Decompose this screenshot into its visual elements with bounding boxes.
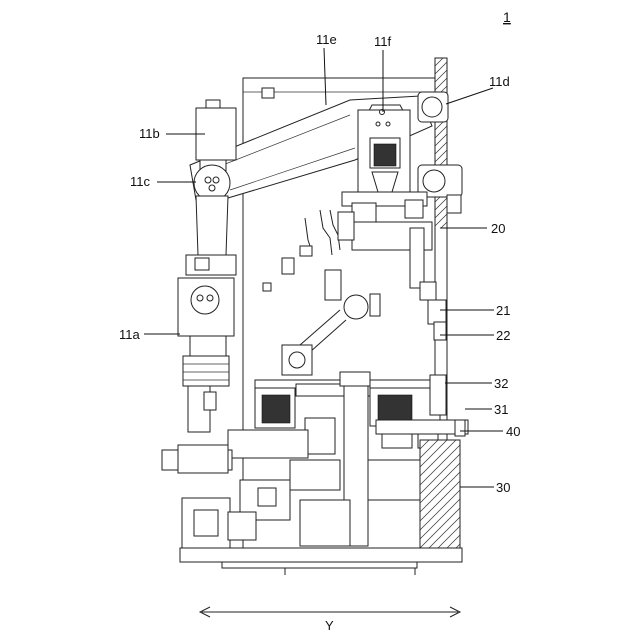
gripper-fingers <box>282 210 354 274</box>
callout-30: 30 <box>496 480 510 495</box>
callout-32: 32 <box>494 376 508 391</box>
figure-number: 1 <box>503 9 511 25</box>
callout-11c: 11c <box>130 174 150 189</box>
left-arm-assembly <box>178 100 236 432</box>
callout-11d: 11d <box>489 74 510 89</box>
callout-21: 21 <box>496 303 510 318</box>
callout-11a: 11a <box>119 327 140 342</box>
callout-11e: 11e <box>316 32 337 47</box>
callout-40: 40 <box>506 424 520 439</box>
callout-31: 31 <box>494 402 508 417</box>
y-axis-label: Y <box>325 618 334 633</box>
y-direction-arrow <box>200 607 460 617</box>
callout-11b: 11b <box>139 126 160 141</box>
callout-11f: 11f <box>374 34 391 49</box>
callout-22: 22 <box>496 328 510 343</box>
mid-linkage <box>282 270 380 375</box>
callout-20: 20 <box>491 221 505 236</box>
